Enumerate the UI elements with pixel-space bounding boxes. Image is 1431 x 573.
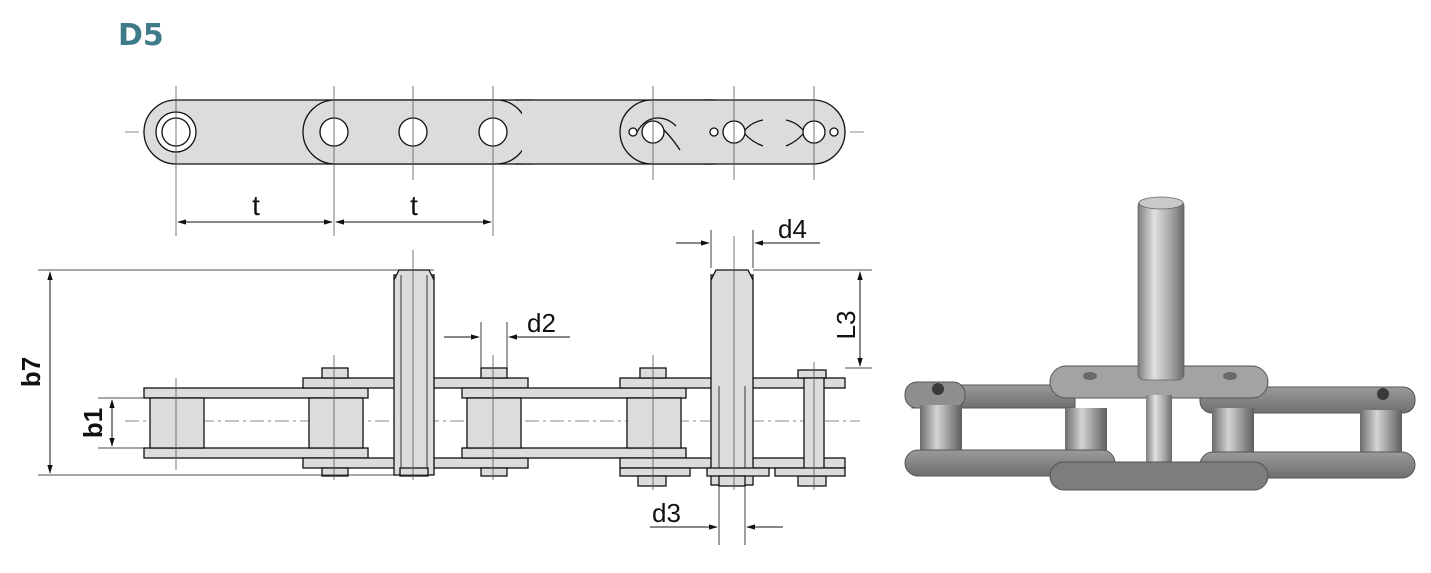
extended-pin-2 — [710, 274, 754, 486]
pitch-label-2: t — [410, 190, 418, 221]
roller-2 — [308, 397, 364, 449]
top-plate-inner-2 — [461, 387, 687, 399]
extended-pin-1 — [393, 274, 435, 476]
pitch-label-1: t — [252, 190, 260, 221]
label-d3: d3 — [652, 498, 681, 528]
label-b7: b7 — [16, 357, 46, 387]
roller-1 — [149, 397, 205, 449]
label-b1: b1 — [78, 408, 108, 438]
top-plate-inner-1 — [143, 387, 369, 399]
diagram-title: D5 — [118, 18, 164, 53]
label-l3: L3 — [831, 311, 861, 340]
top-view-centre-lines — [175, 86, 815, 236]
side-view — [125, 269, 860, 487]
roller-3 — [466, 397, 522, 449]
bottom-plate-inner-1 — [143, 447, 369, 459]
label-d4: d4 — [778, 214, 807, 244]
top-view — [125, 99, 865, 165]
roller-4 — [626, 397, 682, 449]
dimension-lines — [38, 230, 872, 545]
side-view-centre-lines — [175, 236, 815, 490]
label-d2: d2 — [527, 308, 556, 338]
chain-photo — [904, 196, 1416, 491]
bottom-plate-inner-2 — [461, 447, 687, 459]
